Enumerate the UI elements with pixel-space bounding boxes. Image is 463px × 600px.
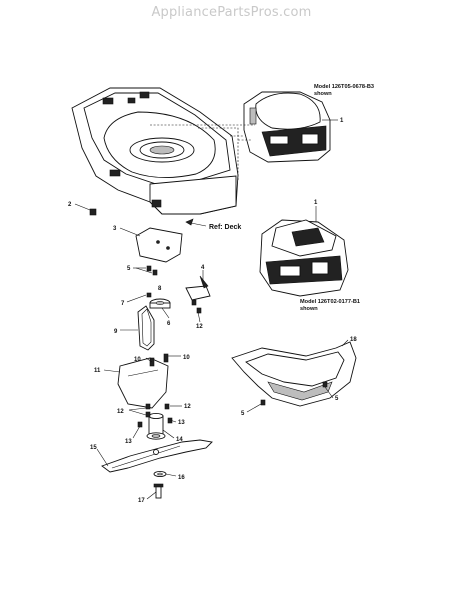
engine-top-shown-label: shown xyxy=(314,91,332,97)
rear-shield xyxy=(231,341,357,407)
callout-12-top: 12 xyxy=(196,324,203,330)
callout-11: 11 xyxy=(94,368,101,374)
callout-15: 15 xyxy=(90,445,97,451)
baffle-bracket xyxy=(135,227,183,263)
callout-6: 6 xyxy=(167,321,171,327)
engine-middle-shown-label: shown xyxy=(300,306,318,312)
pulley-and-belt xyxy=(137,298,171,351)
callout-9: 9 xyxy=(114,329,118,335)
callout-12-left: 12 xyxy=(117,409,124,415)
callout-2: 2 xyxy=(68,202,72,208)
callout-17: 17 xyxy=(138,498,145,504)
callout-14: 14 xyxy=(176,437,183,443)
engine-top-model-label: Model 126T05-0678-B3 xyxy=(314,84,374,90)
callout-12-right: 12 xyxy=(184,404,191,410)
callout-5-shield-left: 5 xyxy=(241,411,245,417)
callout-10-right: 10 xyxy=(183,355,190,361)
cable-bracket xyxy=(185,275,211,301)
callout-18: 18 xyxy=(350,337,357,343)
deck-reference-label: Ref: Deck xyxy=(209,224,241,231)
callout-3: 3 xyxy=(113,226,117,232)
engine-middle xyxy=(259,219,349,297)
mower-deck xyxy=(71,87,239,215)
belt-shield xyxy=(117,357,169,409)
callout-1-middle: 1 xyxy=(314,200,318,206)
callout-leaders xyxy=(74,119,349,500)
engine-top xyxy=(243,91,331,163)
callout-13-right: 13 xyxy=(178,420,185,426)
callout-7: 7 xyxy=(121,301,125,307)
callout-1-top: 1 xyxy=(340,118,344,124)
callout-8: 8 xyxy=(158,286,162,292)
callout-5-shield-right: 5 xyxy=(335,396,339,402)
watermark: AppliancePartsPros.com xyxy=(151,5,312,20)
mower-blade xyxy=(101,439,213,473)
callout-13-left: 13 xyxy=(125,439,132,445)
callout-16: 16 xyxy=(178,475,185,481)
assembly-leader-lines xyxy=(150,124,255,180)
callout-4: 4 xyxy=(201,265,205,271)
engine-middle-model-label: Model 126T02-0177-B1 xyxy=(300,299,360,305)
callout-5-bracket: 5 xyxy=(127,266,131,272)
blade-adapter xyxy=(146,412,166,440)
callout-10-left: 10 xyxy=(134,357,141,363)
